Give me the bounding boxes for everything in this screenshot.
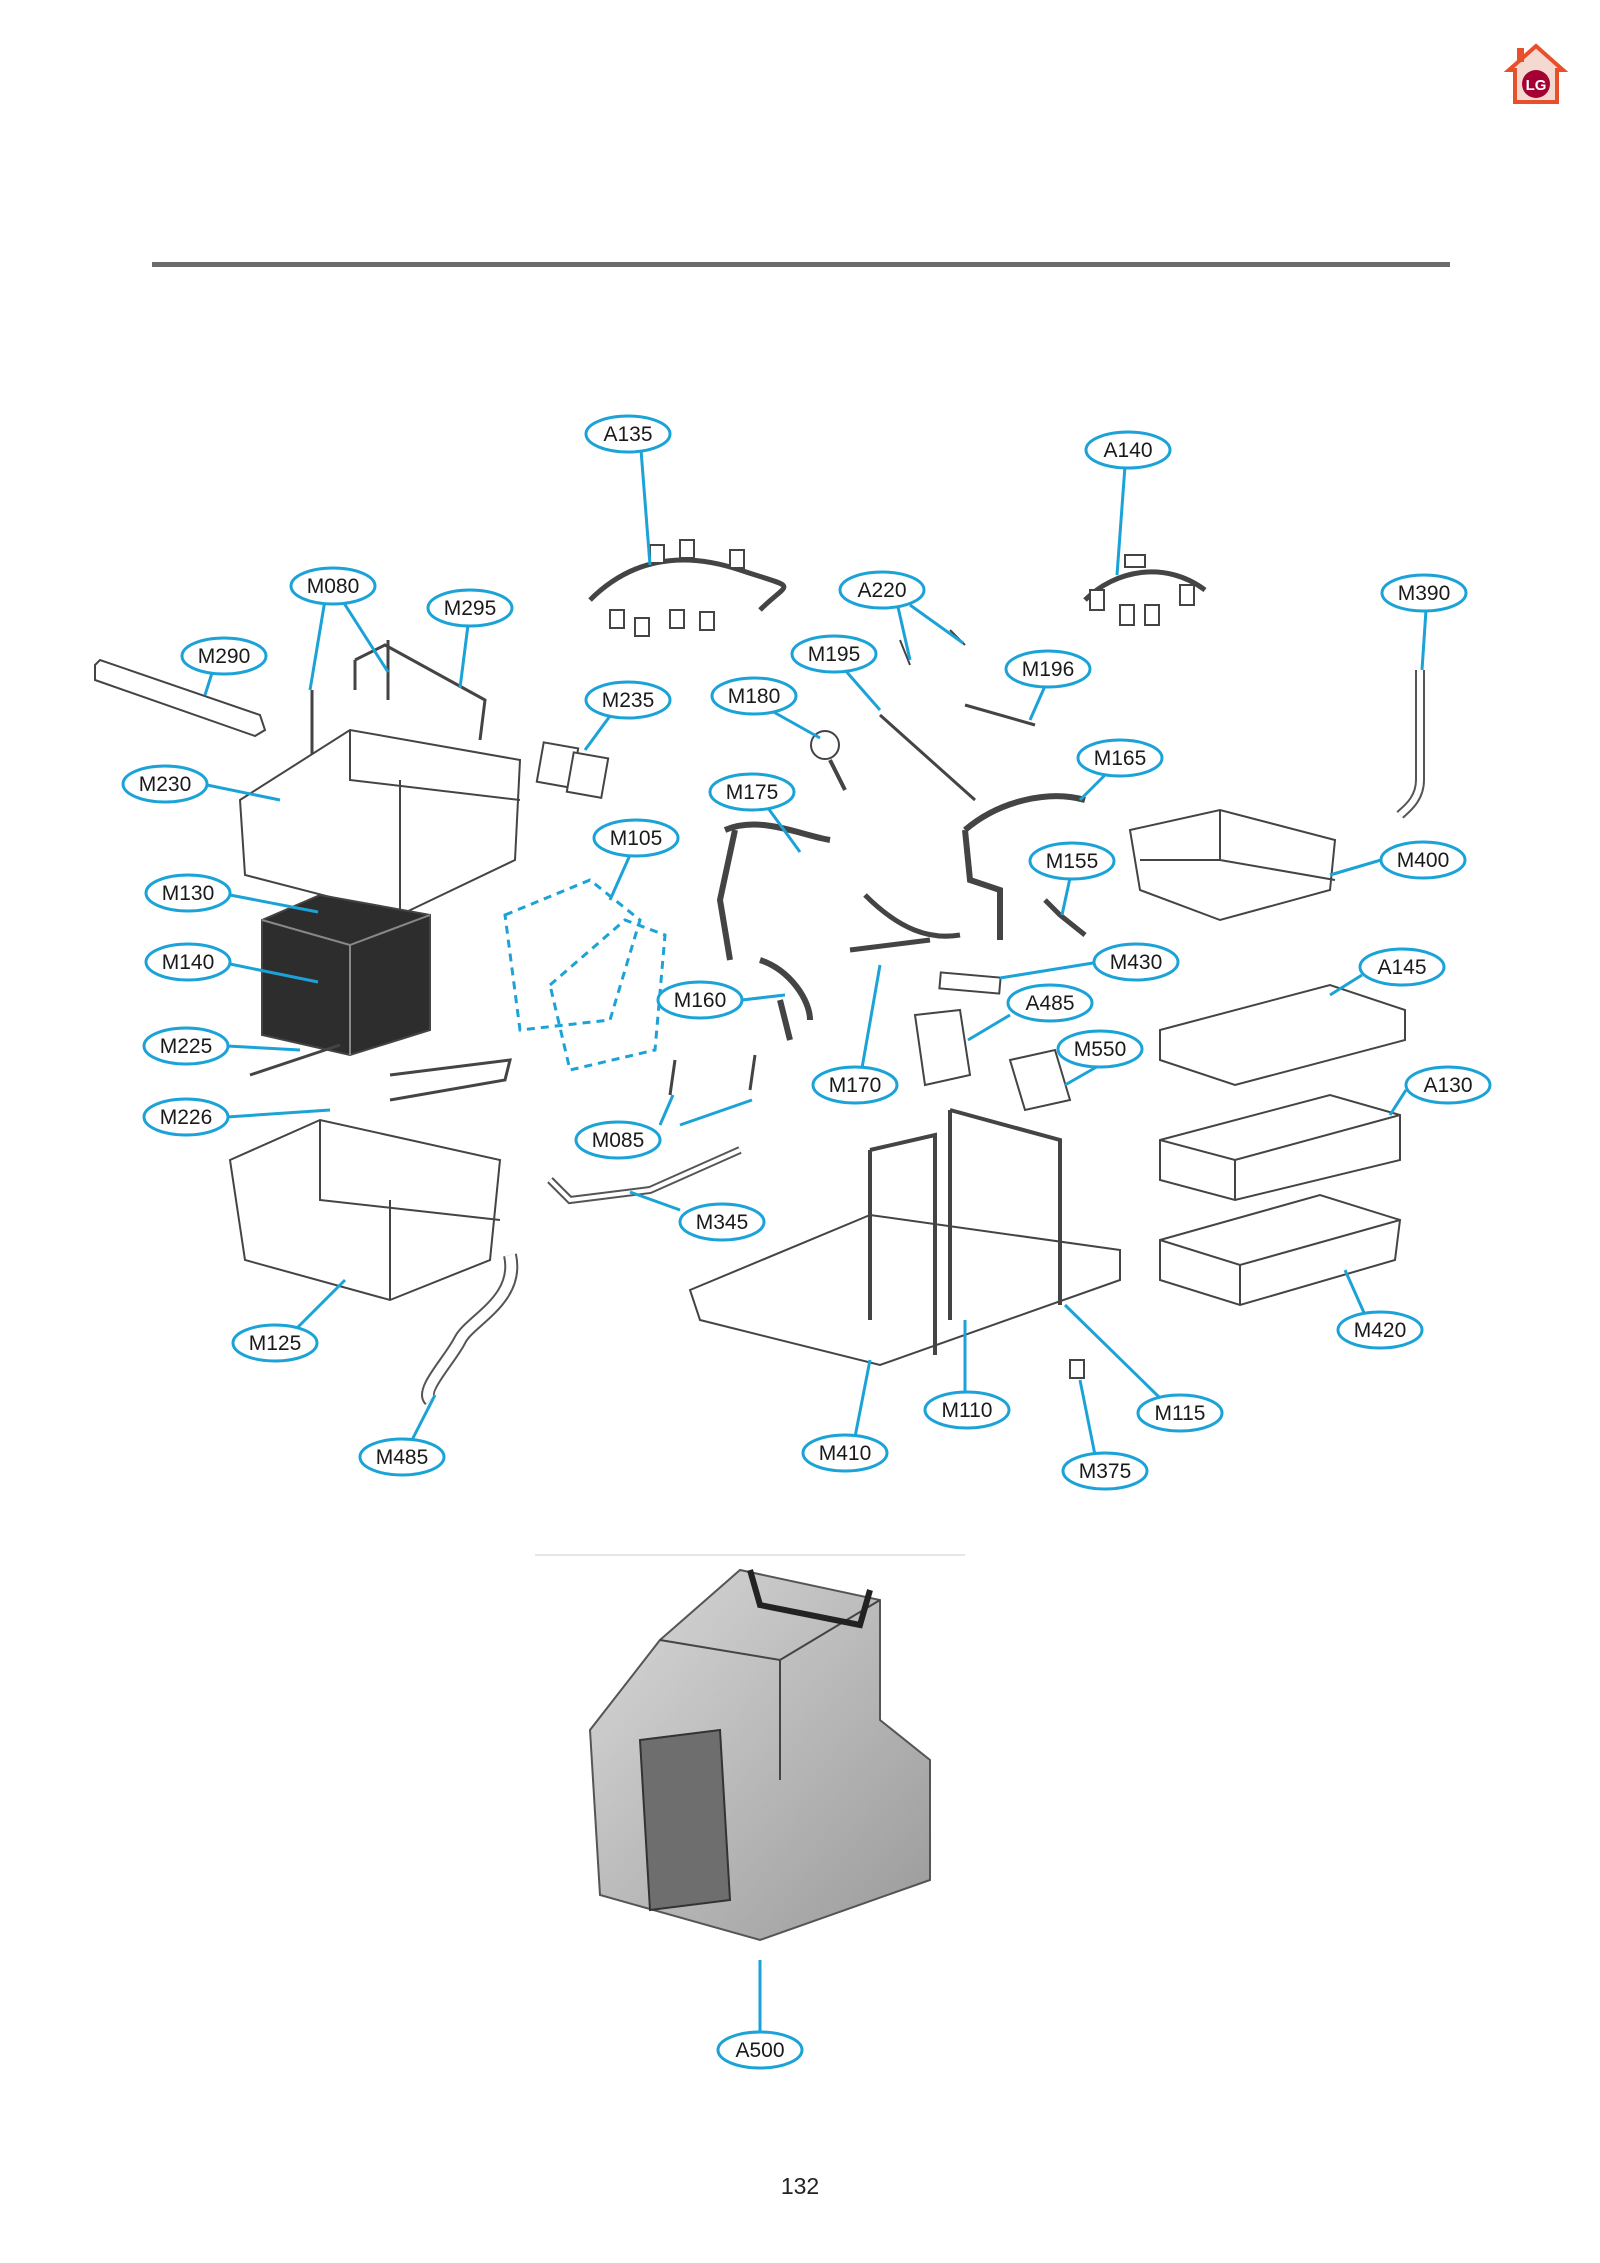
- callout-m180: M180: [710, 676, 821, 740]
- callout-m085: M085: [574, 1094, 753, 1160]
- callout-m105-label: M105: [610, 827, 663, 850]
- callout-m195: M195: [790, 634, 882, 711]
- callout-m235: M235: [583, 680, 672, 751]
- callout-m195-label: M195: [808, 643, 861, 666]
- callout-m295: M295: [426, 588, 514, 689]
- callout-m390: M390: [1380, 573, 1468, 671]
- harness-a135: [588, 539, 787, 637]
- lg-logo: LG: [1503, 43, 1569, 104]
- callout-m485: M485: [358, 1394, 446, 1477]
- callout-m196: M196: [1004, 649, 1092, 721]
- callout-m430: M430: [999, 942, 1180, 982]
- callout-m140: M140: [144, 942, 319, 984]
- callout-m170: M170: [811, 964, 899, 1105]
- callout-m410-label: M410: [819, 1442, 872, 1465]
- callout-a140: A140: [1084, 430, 1172, 576]
- callout-m155: M155: [1028, 841, 1116, 916]
- callout-a220-label: A220: [857, 579, 906, 602]
- callout-m085-label: M085: [592, 1129, 645, 1152]
- callout-m226-label: M226: [160, 1106, 213, 1129]
- callouts: A135 A140 M080 M295 A220 M390 M290 M195: [121, 414, 1492, 2070]
- callout-a500-label: A500: [735, 2039, 784, 2062]
- callout-m295-label: M295: [444, 597, 497, 620]
- callout-m390-label: M390: [1398, 582, 1451, 605]
- callout-a145-label: A145: [1377, 956, 1426, 979]
- callout-a135: A135: [584, 414, 672, 566]
- callout-m550: M550: [1056, 1029, 1144, 1087]
- callout-m290: M290: [180, 636, 268, 696]
- callout-m345-label: M345: [696, 1211, 749, 1234]
- callout-m400-label: M400: [1397, 849, 1450, 872]
- callout-a220: A220: [838, 570, 964, 661]
- callout-a485-label: A485: [1025, 992, 1074, 1015]
- svg-text:LG: LG: [1526, 77, 1547, 94]
- callout-m375: M375: [1061, 1379, 1149, 1491]
- callout-m400: M400: [1329, 840, 1467, 880]
- callout-m125-label: M125: [249, 1332, 302, 1355]
- callout-m130: M130: [144, 873, 319, 914]
- callout-a140-label: A140: [1103, 439, 1152, 462]
- callout-m175: M175: [708, 772, 802, 853]
- callout-m290-label: M290: [198, 645, 251, 668]
- callout-m110: M110: [923, 1320, 1011, 1430]
- callout-m226: M226: [142, 1097, 331, 1137]
- callout-a130: A130: [1388, 1065, 1492, 1116]
- callout-m430-label: M430: [1110, 951, 1163, 974]
- callout-m235-label: M235: [602, 689, 655, 712]
- callout-m155-label: M155: [1046, 850, 1099, 873]
- callout-m140-label: M140: [162, 951, 215, 974]
- callout-m550-label: M550: [1074, 1038, 1127, 1061]
- callout-m125: M125: [231, 1278, 347, 1363]
- callout-m165: M165: [1076, 738, 1164, 802]
- callout-m196-label: M196: [1022, 658, 1075, 681]
- callout-m230-label: M230: [139, 773, 192, 796]
- callout-m080: M080: [289, 566, 390, 691]
- callout-m115: M115: [1063, 1303, 1224, 1433]
- harness-a140: [1083, 554, 1207, 626]
- page-number: 132: [780, 2173, 820, 2199]
- callout-m410: M410: [801, 1359, 889, 1473]
- callout-m115-label: M115: [1155, 1402, 1206, 1425]
- callout-m485-label: M485: [376, 1446, 429, 1469]
- callout-a135-label: A135: [603, 423, 652, 446]
- callout-m080-label: M080: [307, 575, 360, 598]
- callout-a485: A485: [967, 983, 1094, 1042]
- callout-m175-label: M175: [726, 781, 779, 804]
- part-drawings: [94, 539, 1425, 1405]
- callout-m180-label: M180: [728, 685, 781, 708]
- heat-exchanger: [261, 893, 431, 1057]
- callout-a130-label: A130: [1423, 1074, 1472, 1097]
- callout-m110-label: M110: [942, 1399, 993, 1422]
- callout-m130-label: M130: [162, 882, 215, 905]
- callout-a500: A500: [716, 1960, 804, 2070]
- callout-m160: M160: [656, 980, 786, 1020]
- callout-m420-label: M420: [1354, 1319, 1407, 1342]
- callout-m160-label: M160: [674, 989, 727, 1012]
- callout-m345: M345: [629, 1190, 766, 1242]
- callout-m225: M225: [142, 1026, 301, 1066]
- callout-m225-label: M225: [160, 1035, 213, 1058]
- inset-photo: [535, 1554, 965, 1955]
- callout-m105: M105: [592, 818, 680, 901]
- callout-a145: A145: [1329, 947, 1446, 997]
- header-rule: [152, 262, 1450, 267]
- callout-m170-label: M170: [829, 1074, 882, 1097]
- callout-m165-label: M165: [1094, 747, 1147, 770]
- callout-m230: M230: [121, 764, 281, 804]
- callout-m375-label: M375: [1079, 1460, 1132, 1483]
- callout-m420: M420: [1336, 1269, 1424, 1350]
